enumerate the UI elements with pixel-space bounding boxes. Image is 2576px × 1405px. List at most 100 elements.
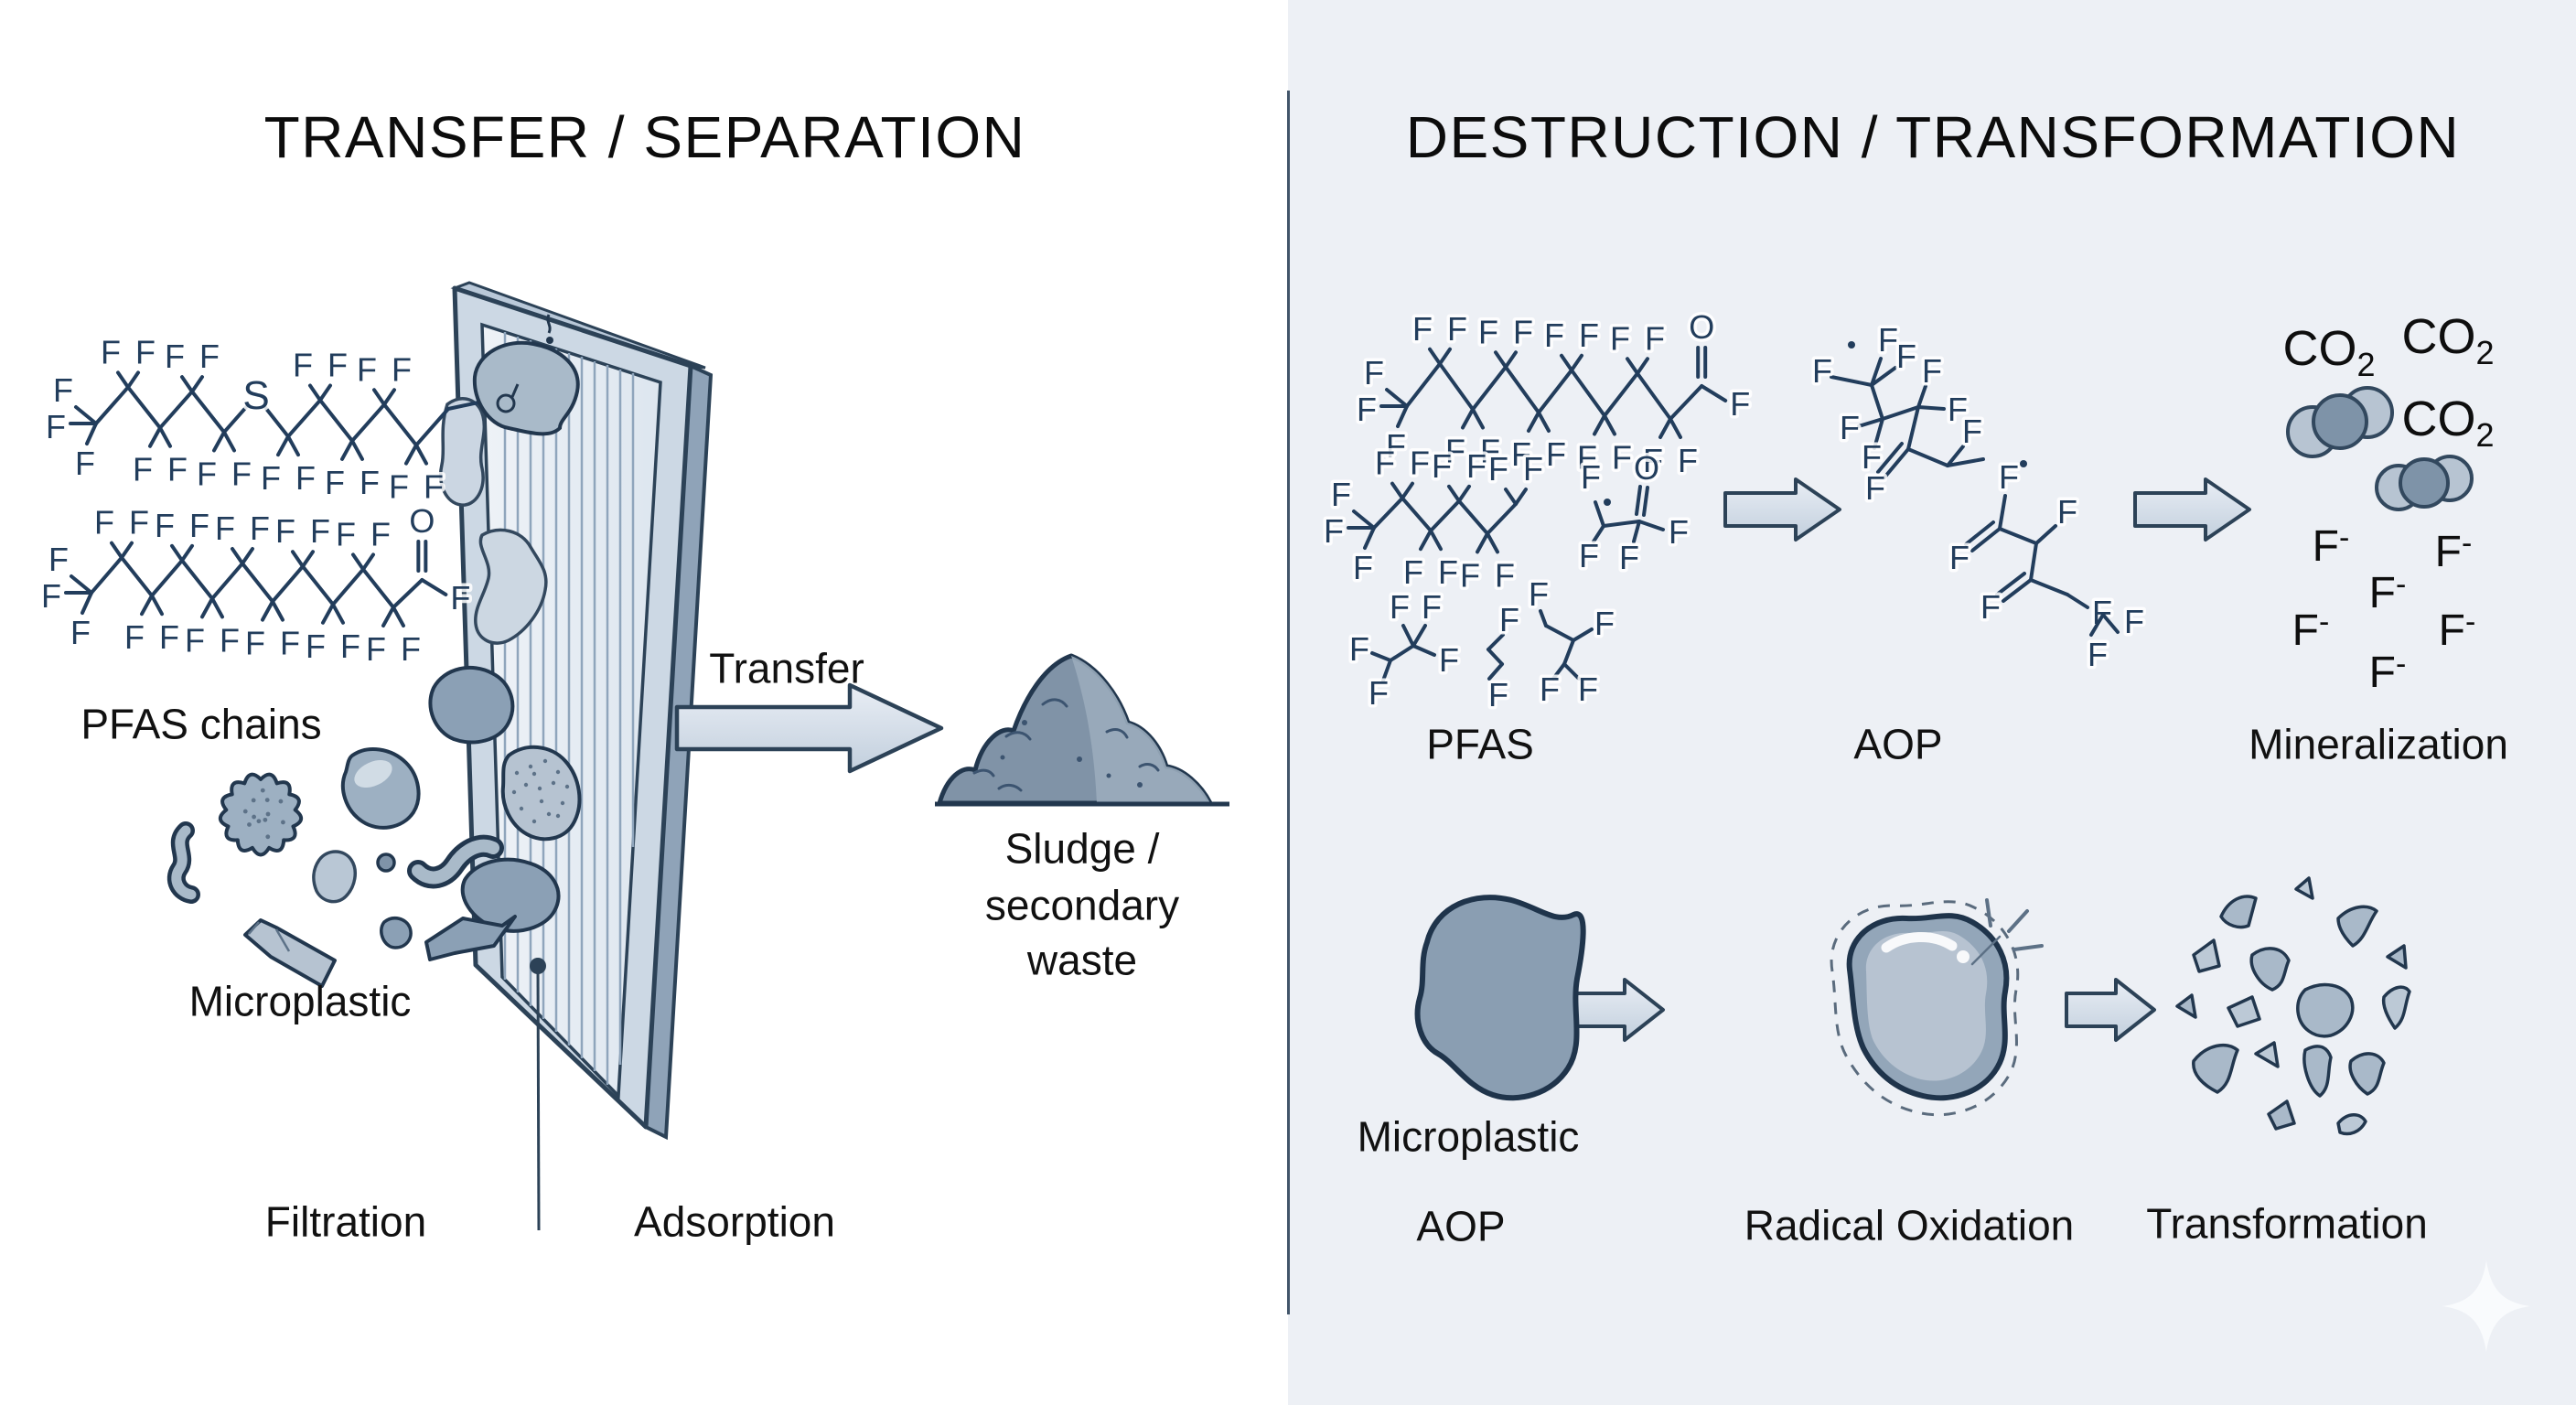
- svg-text:F: F: [1865, 469, 1885, 507]
- fluoride-ion-label: F-: [2434, 526, 2473, 576]
- adsorption-label: Adsorption: [634, 1197, 835, 1246]
- svg-text:F: F: [275, 512, 295, 550]
- svg-text:F: F: [1331, 476, 1351, 513]
- sludge-label-line3: waste: [1026, 936, 1138, 984]
- svg-text:F: F: [1922, 352, 1942, 390]
- pfas-label: PFAS: [1426, 720, 1534, 768]
- svg-text:F: F: [101, 333, 121, 370]
- svg-text:F: F: [1581, 458, 1601, 496]
- svg-text:F: F: [1730, 385, 1750, 423]
- gloss-dot: [1957, 950, 1970, 963]
- worm2-particle-icon: [412, 839, 499, 885]
- microplastic-to-oxidation-arrow-icon: [1573, 978, 1665, 1042]
- svg-text:F: F: [220, 621, 240, 659]
- svg-text:F: F: [370, 515, 391, 552]
- svg-text:F: F: [1643, 442, 1663, 479]
- co2-molecule-icon-2: [2375, 455, 2474, 511]
- co2-label: CO2: [2401, 309, 2495, 371]
- svg-text:F: F: [1445, 433, 1465, 470]
- gear-particle-icon: [218, 772, 304, 857]
- svg-text:F: F: [70, 614, 91, 651]
- svg-text:O: O: [1634, 449, 1659, 487]
- co2-molecule-icon-1: [2286, 386, 2394, 458]
- sparkle-icon: [2442, 1260, 2530, 1352]
- co2-label: CO2: [2401, 391, 2495, 454]
- microplastic-particles: [166, 747, 517, 988]
- svg-text:F: F: [197, 455, 217, 492]
- svg-text:F: F: [41, 577, 61, 615]
- svg-text:F: F: [1488, 450, 1508, 488]
- svg-text:F: F: [325, 464, 345, 501]
- svg-text:F: F: [293, 347, 313, 384]
- svg-text:F: F: [48, 541, 69, 578]
- svg-text:F: F: [1546, 435, 1566, 473]
- svg-text:F: F: [1390, 588, 1410, 626]
- svg-text:F: F: [75, 445, 95, 482]
- svg-text:F: F: [1523, 450, 1543, 488]
- svg-text:F: F: [1862, 438, 1882, 476]
- svg-text:F: F: [1439, 641, 1459, 679]
- svg-text:F: F: [1353, 549, 1373, 586]
- transformation-label: Transformation: [2146, 1199, 2428, 1248]
- svg-text:F: F: [2057, 493, 2077, 531]
- svg-text:F: F: [357, 350, 377, 388]
- svg-text:F: F: [129, 504, 149, 542]
- svg-text:F: F: [1669, 513, 1689, 551]
- svg-text:F: F: [1645, 319, 1665, 357]
- svg-text:F: F: [366, 630, 386, 668]
- svg-text:F: F: [1349, 630, 1369, 668]
- left-title: TRANSFER / SEPARATION: [263, 103, 1026, 170]
- svg-text:F: F: [1962, 413, 1982, 450]
- svg-text:F: F: [185, 621, 205, 659]
- flat-shard-particle: [424, 915, 517, 961]
- svg-text:F: F: [401, 630, 421, 668]
- radical-oxidation-blob: [1830, 898, 2044, 1117]
- svg-text:F: F: [1364, 354, 1384, 391]
- svg-text:F: F: [1577, 439, 1597, 477]
- svg-text:F: F: [1840, 409, 1860, 446]
- aop-top-label: AOP: [1853, 720, 1943, 768]
- svg-text:F: F: [1432, 447, 1452, 485]
- svg-text:F: F: [1460, 556, 1480, 594]
- spark-icon: [1970, 898, 2044, 966]
- svg-text:S: S: [242, 373, 269, 418]
- fluoride-ion-label: F-: [2368, 647, 2407, 697]
- aop-bottom-label: AOP: [1416, 1202, 1506, 1250]
- svg-text:F: F: [1466, 447, 1487, 485]
- sludge-pile-icon: [935, 653, 1229, 807]
- svg-text:F: F: [231, 455, 252, 492]
- svg-text:F: F: [1529, 575, 1549, 613]
- svg-text:F: F: [295, 459, 316, 497]
- radical-oxidation-label: Radical Oxidation: [1744, 1201, 2075, 1249]
- mineralization-label: Mineralization: [2249, 720, 2508, 768]
- svg-text:F: F: [424, 468, 444, 506]
- small-pfas-fragment-b: FF: [1486, 598, 1523, 717]
- svg-text:F: F: [1438, 553, 1458, 591]
- svg-text:F: F: [1980, 588, 2001, 626]
- adsorbed-blob-speckled: [500, 745, 582, 842]
- svg-text:F: F: [1375, 445, 1395, 482]
- tiny-dot-particle: [376, 853, 396, 873]
- small-dark-particle: [380, 917, 413, 949]
- svg-text:F: F: [1513, 313, 1533, 350]
- svg-text:F: F: [2124, 603, 2144, 640]
- svg-text:F: F: [360, 464, 380, 501]
- svg-text:F: F: [215, 509, 235, 547]
- svg-text:F: F: [135, 333, 156, 370]
- adsorbed-blob-bottom: [460, 857, 561, 933]
- adsorbed-blob-mark: [496, 393, 516, 413]
- svg-text:F: F: [1324, 512, 1344, 550]
- leader-line: [536, 965, 541, 1231]
- shard-cracks: [248, 921, 291, 952]
- svg-text:F: F: [124, 618, 145, 656]
- membrane-top-dot: [546, 337, 553, 344]
- dashed-halo: [1830, 900, 2020, 1117]
- membrane-top-mark: [546, 314, 552, 334]
- shard-particle: [243, 918, 337, 988]
- svg-text:F: F: [392, 350, 412, 388]
- svg-text:F: F: [1495, 556, 1515, 594]
